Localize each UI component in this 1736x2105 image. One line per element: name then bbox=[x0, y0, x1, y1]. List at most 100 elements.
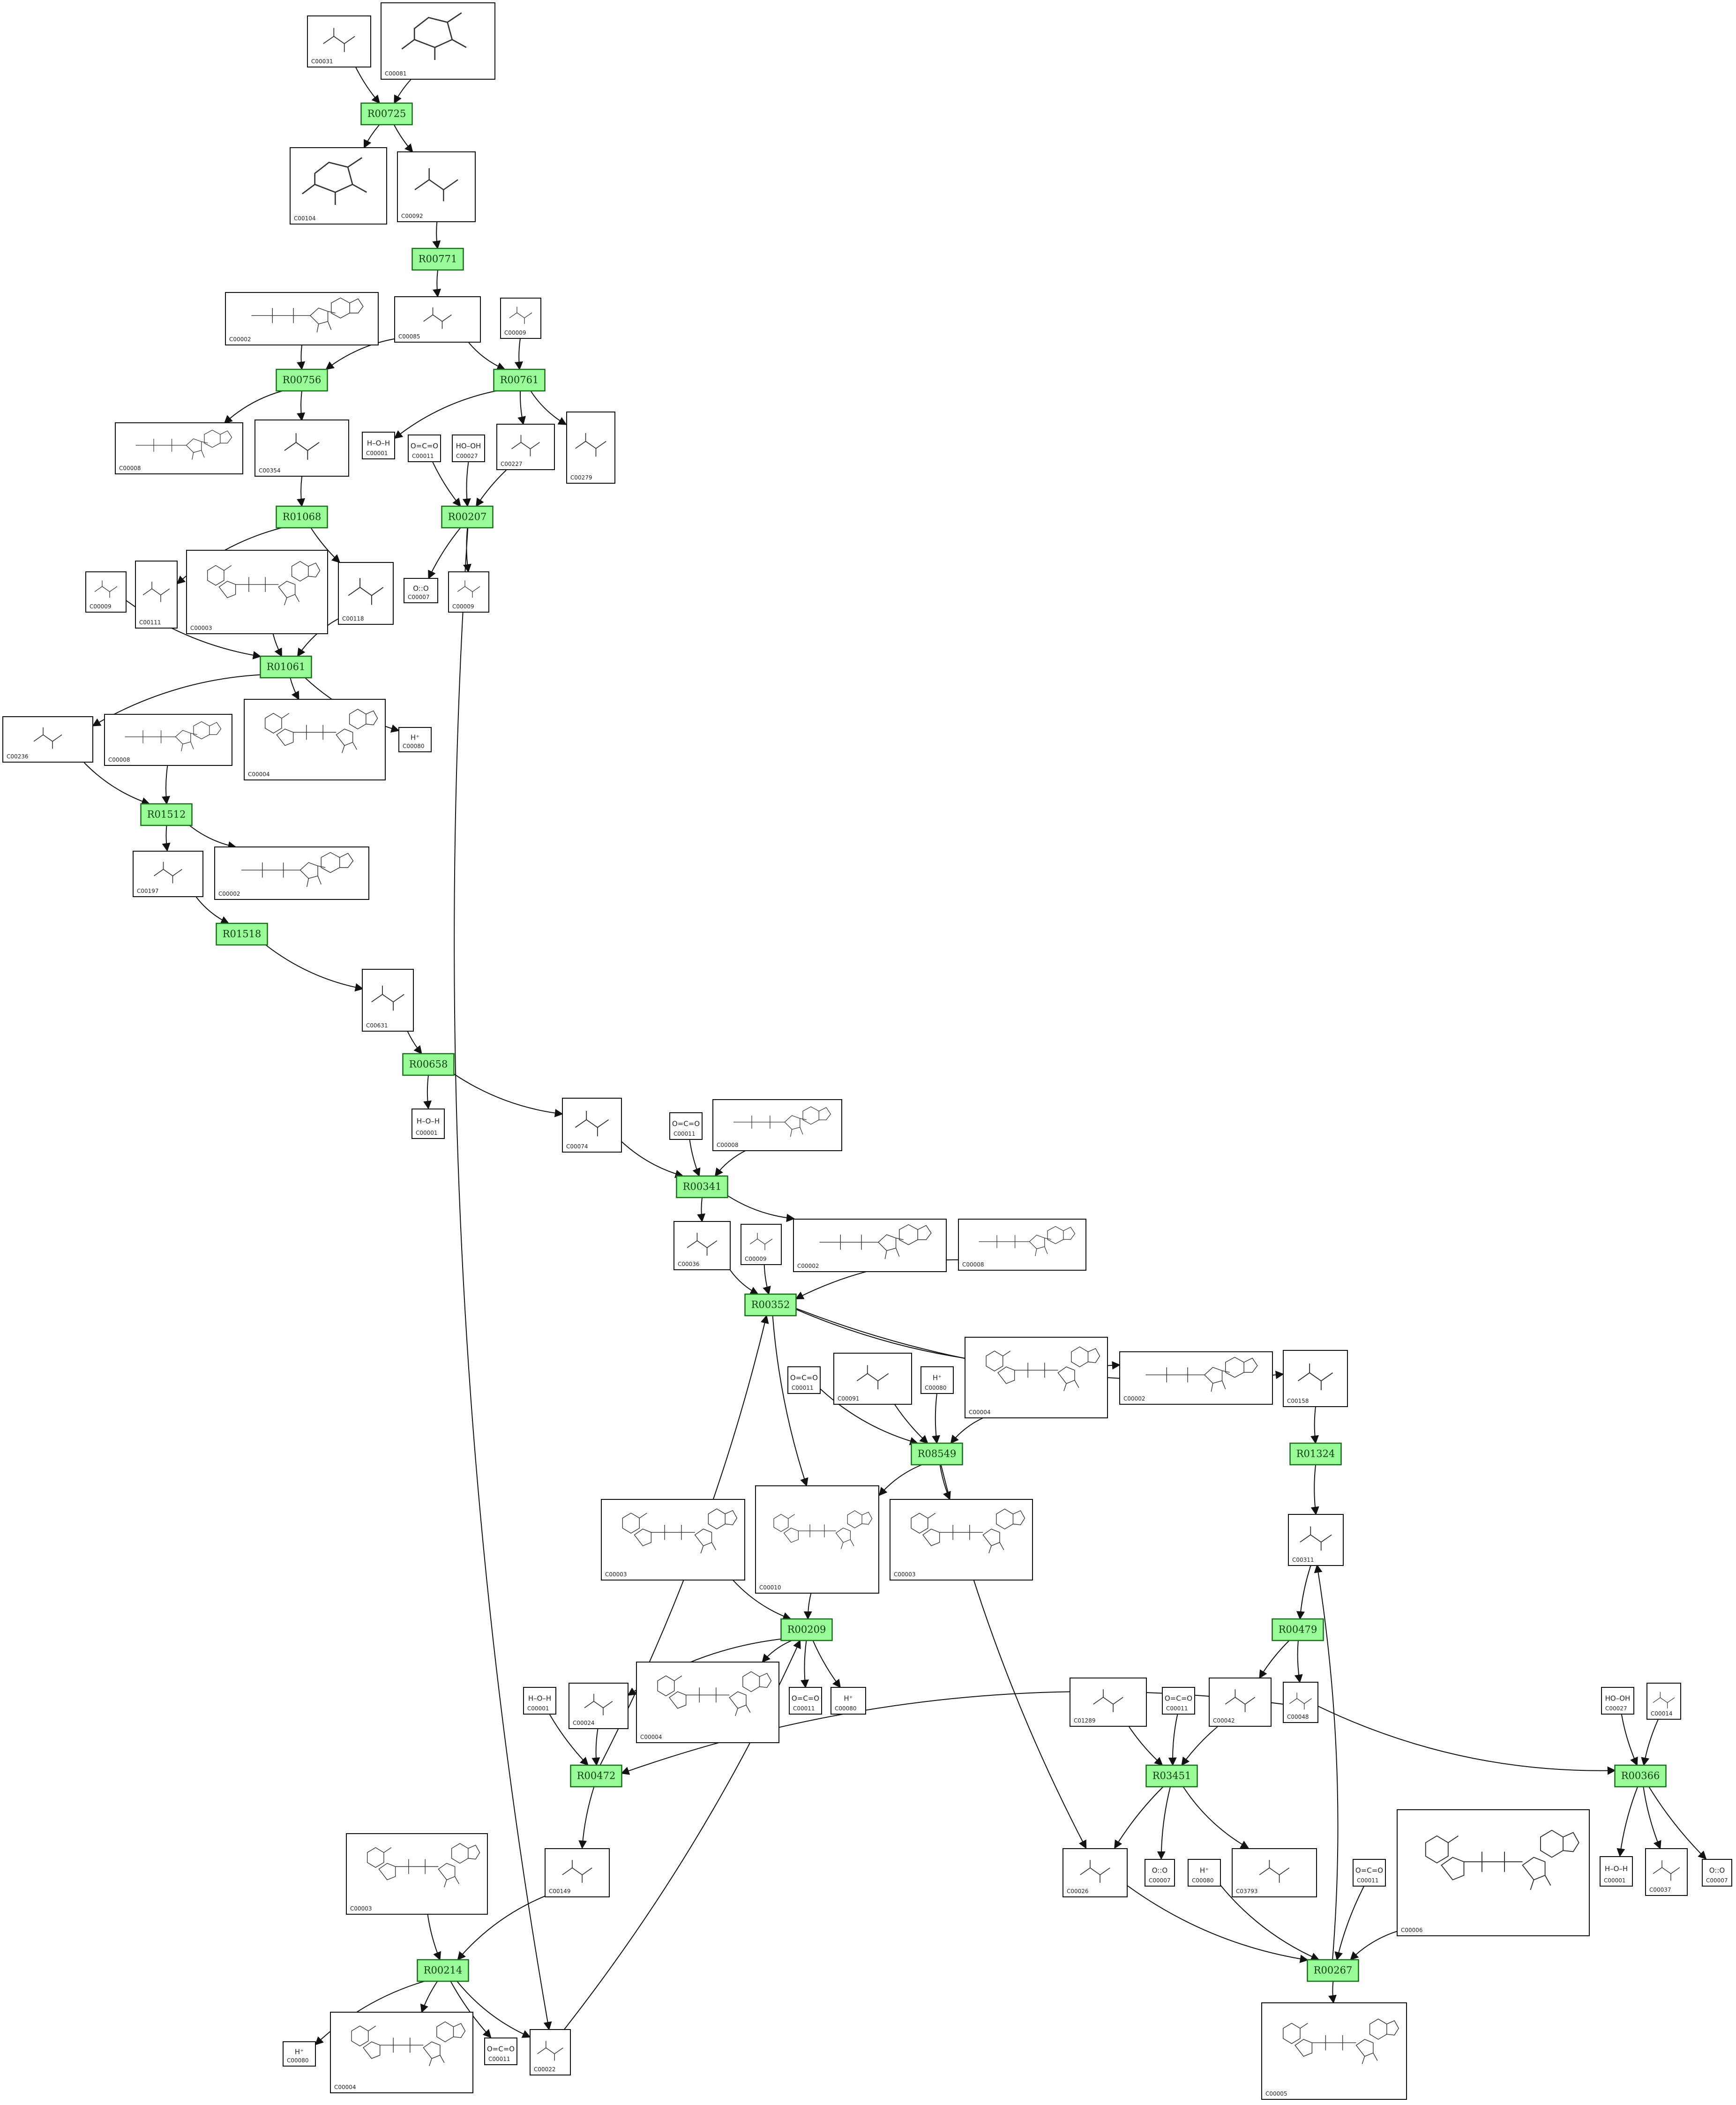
compound-box-c1[interactable]: C00031 bbox=[307, 15, 371, 67]
compound-box-c72[interactable]: C00005 bbox=[1261, 2002, 1407, 2100]
compound-box-c43[interactable]: C00010 bbox=[755, 1485, 879, 1594]
compound-box-c25[interactable]: C00197 bbox=[133, 851, 203, 897]
reaction-node-R03451[interactable]: R03451 bbox=[1145, 1764, 1198, 1788]
compound-box-c15[interactable]: C00111 bbox=[135, 561, 178, 629]
reaction-node-R01518[interactable]: R01518 bbox=[216, 922, 268, 946]
compound-frame bbox=[636, 1662, 779, 1743]
reaction-node-R08549[interactable]: R08549 bbox=[911, 1442, 963, 1466]
reaction-node-R00761[interactable]: R00761 bbox=[493, 368, 546, 392]
compound-box-c50[interactable]: H⁺C00080 bbox=[831, 1687, 866, 1715]
compound-box-c35[interactable]: C00008 bbox=[958, 1219, 1086, 1271]
compound-box-c59[interactable]: C00026 bbox=[1063, 1848, 1128, 1897]
reaction-node-R00756[interactable]: R00756 bbox=[276, 368, 328, 392]
compound-box-c21[interactable]: C00236 bbox=[2, 716, 93, 763]
compound-box-c5[interactable]: C00002 bbox=[225, 292, 379, 345]
compound-box-c40[interactable]: C00002 bbox=[1119, 1351, 1273, 1405]
compound-box-c37[interactable]: C00091 bbox=[833, 1353, 912, 1405]
compound-frame bbox=[787, 1366, 821, 1394]
compound-box-c48[interactable]: C00004 bbox=[636, 1662, 779, 1743]
compound-box-c45[interactable]: C00311 bbox=[1288, 1514, 1344, 1566]
compound-box-c34[interactable]: C00002 bbox=[793, 1219, 947, 1272]
compound-box-c23[interactable]: C00004 bbox=[244, 699, 386, 780]
compound-box-c13[interactable]: C00227 bbox=[496, 424, 555, 470]
compound-box-c54[interactable]: C00048 bbox=[1283, 1682, 1318, 1723]
compound-box-c71[interactable]: C00022 bbox=[530, 2029, 571, 2075]
reaction-node-R01512[interactable]: R01512 bbox=[140, 803, 193, 826]
reaction-node-R00267[interactable]: R00267 bbox=[1307, 1959, 1359, 1982]
compound-box-c44[interactable]: C00003 bbox=[890, 1499, 1033, 1581]
compound-box-c39[interactable]: C00004 bbox=[965, 1337, 1108, 1418]
reaction-node-R00366[interactable]: R00366 bbox=[1614, 1764, 1667, 1788]
compound-box-c47[interactable]: C00024 bbox=[569, 1683, 629, 1729]
compound-box-c41[interactable]: C00158 bbox=[1283, 1350, 1348, 1407]
compound-box-c26[interactable]: C00002 bbox=[214, 846, 369, 900]
compound-box-c18[interactable]: C00009 bbox=[85, 571, 127, 613]
reaction-node-R00207[interactable]: R00207 bbox=[441, 505, 494, 529]
reaction-node-R00771[interactable]: R00771 bbox=[412, 247, 464, 271]
compound-box-c56[interactable]: C00014 bbox=[1646, 1683, 1681, 1720]
compound-box-c57[interactable]: C00003 bbox=[346, 1833, 488, 1915]
compound-box-c6[interactable]: C00085 bbox=[394, 296, 481, 343]
compound-box-c51[interactable]: C01289 bbox=[1070, 1678, 1147, 1727]
compound-box-c61[interactable]: H⁺C00080 bbox=[1188, 1859, 1221, 1887]
compound-box-c3[interactable]: C00104 bbox=[290, 147, 387, 225]
compound-box-c14[interactable]: C00279 bbox=[566, 412, 615, 484]
compound-box-c58[interactable]: C00149 bbox=[545, 1848, 610, 1897]
compound-box-c66[interactable]: C00037 bbox=[1645, 1848, 1688, 1896]
reaction-node-R00472[interactable]: R00472 bbox=[570, 1764, 622, 1788]
compound-box-c38[interactable]: H⁺C00080 bbox=[920, 1366, 954, 1394]
reaction-node-R01324[interactable]: R01324 bbox=[1289, 1442, 1342, 1466]
reaction-node-R00209[interactable]: R00209 bbox=[780, 1618, 833, 1641]
compound-box-c64[interactable]: C00006 bbox=[1397, 1809, 1590, 1936]
compound-box-c16[interactable]: C00003 bbox=[186, 550, 328, 634]
reaction-node-R00214[interactable]: R00214 bbox=[417, 1959, 469, 1982]
compound-box-c24[interactable]: H⁺C00080 bbox=[398, 727, 432, 752]
compound-box-c22[interactable]: C00008 bbox=[104, 714, 232, 766]
reaction-node-R00352[interactable]: R00352 bbox=[744, 1293, 797, 1317]
compound-id-label: C00118 bbox=[342, 615, 364, 622]
compound-box-c20[interactable]: C00009 bbox=[448, 571, 489, 613]
compound-box-c33[interactable]: C00009 bbox=[741, 1224, 782, 1265]
reaction-node-R00341[interactable]: R00341 bbox=[676, 1175, 728, 1199]
compound-frame bbox=[1232, 1848, 1317, 1897]
compound-box-c32[interactable]: C00036 bbox=[673, 1221, 731, 1270]
reaction-node-R01061[interactable]: R01061 bbox=[260, 655, 312, 679]
compound-box-c29[interactable]: C00074 bbox=[562, 1098, 622, 1153]
compound-box-c68[interactable]: H⁺C00080 bbox=[283, 2041, 316, 2067]
compound-frame bbox=[362, 969, 414, 1032]
compound-box-c2[interactable]: C00081 bbox=[381, 2, 495, 80]
compound-box-c27[interactable]: C00631 bbox=[362, 969, 414, 1032]
reaction-node-R00725[interactable]: R00725 bbox=[360, 102, 413, 126]
reaction-node-R00658[interactable]: R00658 bbox=[402, 1053, 455, 1076]
compound-box-c69[interactable]: C00004 bbox=[330, 2012, 473, 2093]
compound-box-c53[interactable]: C00042 bbox=[1209, 1678, 1272, 1727]
compound-formula: O=C=O bbox=[792, 1694, 819, 1702]
compound-box-c42[interactable]: C00003 bbox=[601, 1499, 745, 1581]
compound-box-c9[interactable]: C00354 bbox=[254, 420, 349, 477]
compound-box-c4[interactable]: C00092 bbox=[397, 151, 476, 222]
reaction-node-R00479[interactable]: R00479 bbox=[1272, 1618, 1324, 1641]
compound-box-c8[interactable]: C00008 bbox=[115, 422, 243, 474]
compound-box-c31[interactable]: C00008 bbox=[712, 1099, 842, 1151]
compound-box-c7[interactable]: C00009 bbox=[500, 298, 541, 339]
compound-formula: H⁺ bbox=[295, 2047, 304, 2056]
reaction-node-R01068[interactable]: R01068 bbox=[276, 505, 328, 529]
compound-box-c17[interactable]: C00118 bbox=[338, 562, 394, 625]
compound-box-c62[interactable]: C03793 bbox=[1232, 1848, 1317, 1897]
